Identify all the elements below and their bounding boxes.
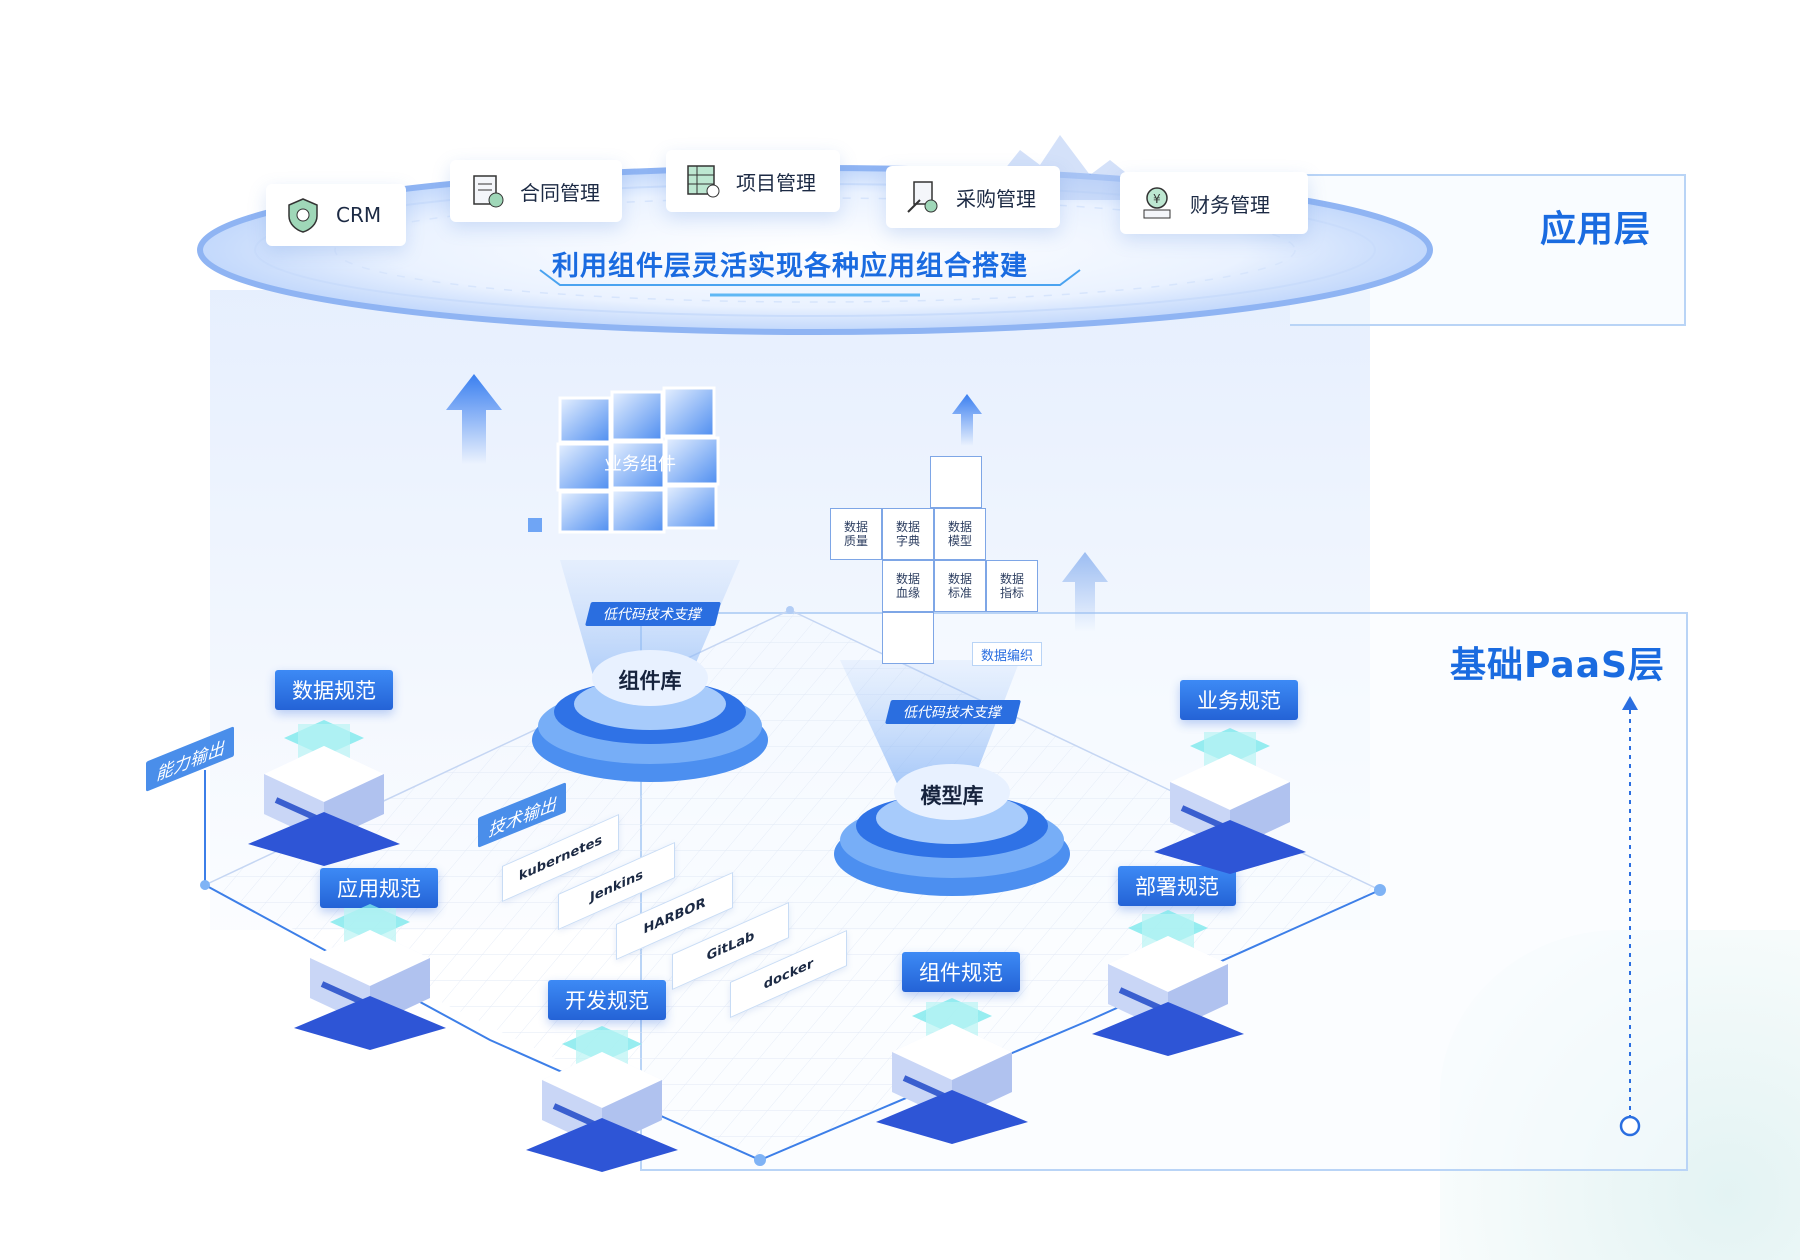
business-component-label: 业务组件 [604, 454, 676, 475]
paas-vertical-arrow [1619, 696, 1641, 1137]
app-card-label: 采购管理 [956, 186, 1036, 211]
app-card-label: 财务管理 [1190, 192, 1270, 217]
app-card-label: 合同管理 [520, 180, 600, 205]
paas-layer-title: 基础PaaS层 [1450, 645, 1665, 686]
business-component-cube [528, 386, 720, 534]
shield-icon [284, 196, 322, 234]
spec-label-data: 数据规范 [275, 670, 393, 710]
server-dev [526, 1026, 678, 1172]
model-library-label: 模型库 [920, 784, 984, 808]
puzzle-data-indicator: 数据指标 [986, 560, 1038, 612]
finance-coin-icon: ¥ [1138, 184, 1176, 222]
puzzle-data-quality: 数据质量 [830, 508, 882, 560]
spec-label-deploy: 部署规范 [1118, 866, 1236, 906]
spec-label-business: 业务规范 [1180, 680, 1298, 720]
contract-document-icon [468, 172, 506, 210]
puzzle-blank-bottom [882, 612, 934, 664]
puzzle-data-model: 数据模型 [934, 508, 986, 560]
data-weaving-tag: 数据编织 [972, 642, 1042, 666]
up-arrow-right [1062, 552, 1108, 632]
puzzle-data-lineage: 数据血缘 [882, 560, 934, 612]
server-component [876, 998, 1028, 1144]
light-beam-right [840, 660, 1020, 790]
model-library-tag: 低代码技术支撑 [885, 700, 1021, 724]
component-library-tag: 低代码技术支撑 [585, 602, 721, 626]
puzzle-data-standard: 数据标准 [934, 560, 986, 612]
component-library-label: 组件库 [618, 669, 682, 693]
purchase-icon [904, 178, 942, 216]
app-card-label: CRM [336, 203, 382, 227]
app-layer-title: 应用层 [1540, 209, 1652, 250]
app-card-label: 项目管理 [736, 170, 816, 195]
spec-label-app: 应用规范 [320, 868, 438, 908]
spec-label-component: 组件规范 [902, 952, 1020, 992]
app-card-purchase[interactable]: 采购管理 [886, 166, 1060, 228]
app-card-project[interactable]: 项目管理 [666, 150, 840, 212]
puzzle-data-dictionary: 数据字典 [882, 508, 934, 560]
spec-label-dev: 开发规范 [548, 980, 666, 1020]
server-app [294, 904, 446, 1050]
puzzle-blank-top [930, 456, 982, 508]
model-library-disc [834, 764, 1070, 896]
app-card-crm[interactable]: CRM [266, 184, 406, 246]
app-card-finance[interactable]: ¥ 财务管理 [1120, 172, 1308, 234]
app-layer-slogan: 利用组件层灵活实现各种应用组合搭建 [552, 251, 1028, 282]
server-deploy [1092, 910, 1244, 1056]
project-grid-icon [684, 162, 722, 200]
svg-text:¥: ¥ [1153, 192, 1161, 206]
server-business [1154, 728, 1306, 874]
up-arrow-left [446, 374, 502, 464]
up-arrow-center [952, 394, 982, 446]
server-data [248, 720, 400, 866]
app-card-contract[interactable]: 合同管理 [450, 160, 622, 222]
component-library-disc [532, 650, 768, 782]
